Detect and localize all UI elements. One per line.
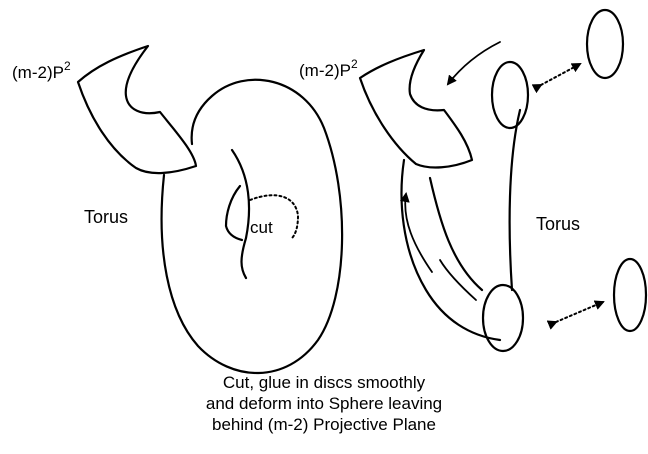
right-pp-label: (m-2)P2: [299, 57, 358, 80]
left-projective-plane: [78, 46, 196, 173]
caption: Cut, glue in discs smoothly and deform i…: [174, 372, 474, 435]
right-figure: [360, 10, 646, 351]
left-inner-curve-a: [232, 150, 249, 278]
right-torus-label: Torus: [536, 214, 580, 234]
floating-disc-bottom: [614, 259, 646, 331]
right-tube-left-outer: [402, 160, 500, 340]
right-tube-right: [510, 110, 520, 290]
right-projective-plane: [360, 50, 472, 167]
left-torus-label: Torus: [84, 207, 128, 227]
right-arrow-left-sweep: [405, 194, 432, 272]
right-arrow-top: [448, 42, 500, 84]
caption-line-1: Cut, glue in discs smoothly: [174, 372, 474, 393]
left-pp-label: (m-2)P2: [12, 59, 71, 82]
right-tube-inner: [430, 178, 482, 290]
right-bottom-disc: [483, 285, 523, 351]
dotted-arrow-bottom: [556, 302, 603, 322]
dotted-arrow-top: [541, 64, 580, 85]
floating-disc-top: [587, 10, 623, 78]
caption-line-2: and deform into Sphere leaving: [174, 393, 474, 414]
caption-line-3: behind (m-2) Projective Plane: [174, 414, 474, 435]
right-top-disc: [492, 62, 528, 128]
left-inner-curve-b: [226, 186, 242, 240]
left-cut-label: cut: [250, 218, 273, 237]
